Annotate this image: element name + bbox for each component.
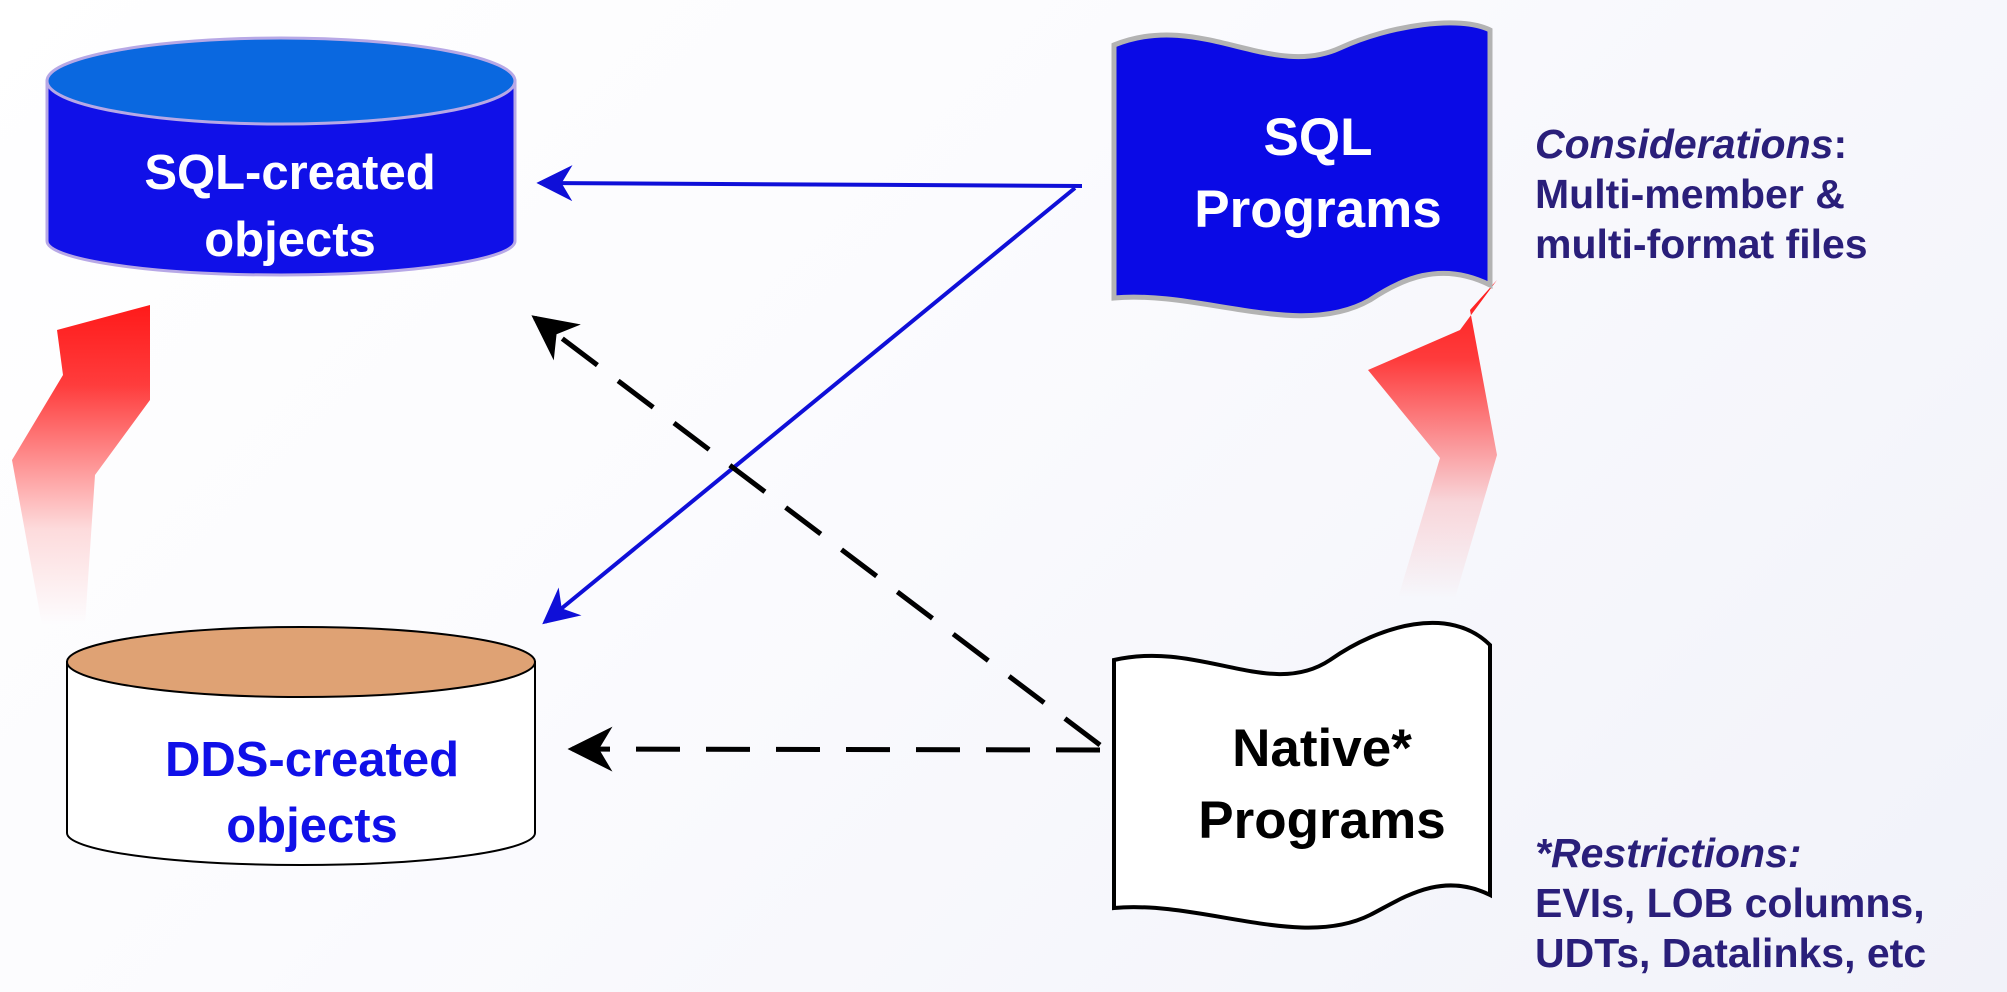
sql-programs-to-sql-objects-arrow: [536, 165, 1083, 202]
sql-programs-to-dds-objects-arrow: [542, 186, 1077, 625]
sql-programs-label-line1: SQL: [1264, 108, 1373, 167]
sql-objects-cylinder: SQL-created objects: [45, 36, 517, 277]
native-programs-label-line2: Programs: [1198, 791, 1445, 850]
migration-arrow-left: [12, 305, 150, 625]
native-to-dds-objects-dashed-arrow: [567, 726, 1101, 772]
dds-objects-label-line2: objects: [226, 799, 398, 853]
dds-objects-cylinder: DDS-created objects: [66, 626, 536, 866]
native-to-sql-objects-dashed-arrow: [531, 315, 1102, 747]
restrictions-heading: *Restrictions:: [1535, 830, 1802, 876]
restrictions-line-1: EVIs, LOB columns,: [1535, 880, 1925, 926]
migration-arrow-right: [1368, 280, 1497, 598]
considerations-line-2: multi-format files: [1535, 221, 1868, 267]
native-programs-label-line1: Native*: [1232, 719, 1412, 778]
considerations-heading-suffix: :: [1833, 121, 1848, 167]
sql-programs-document: SQL Programs: [1111, 20, 1493, 319]
considerations-note: Considerations: Multi-member & multi-for…: [1535, 119, 1868, 269]
sql-objects-label-line1: SQL-created: [144, 146, 435, 200]
restrictions-line-2: UDTs, Datalinks, etc: [1535, 930, 1927, 976]
sql-objects-label-line2: objects: [204, 213, 376, 267]
considerations-heading: Considerations:: [1535, 119, 1868, 169]
considerations-line-1: Multi-member &: [1535, 171, 1845, 217]
considerations-heading-text: Considerations: [1535, 121, 1834, 167]
dds-objects-label-line1: DDS-created: [165, 733, 459, 787]
native-programs-document: Native* Programs: [1112, 621, 1492, 930]
sql-programs-label-line2: Programs: [1194, 180, 1441, 239]
restrictions-note: *Restrictions: EVIs, LOB columns, UDTs, …: [1535, 828, 1926, 978]
